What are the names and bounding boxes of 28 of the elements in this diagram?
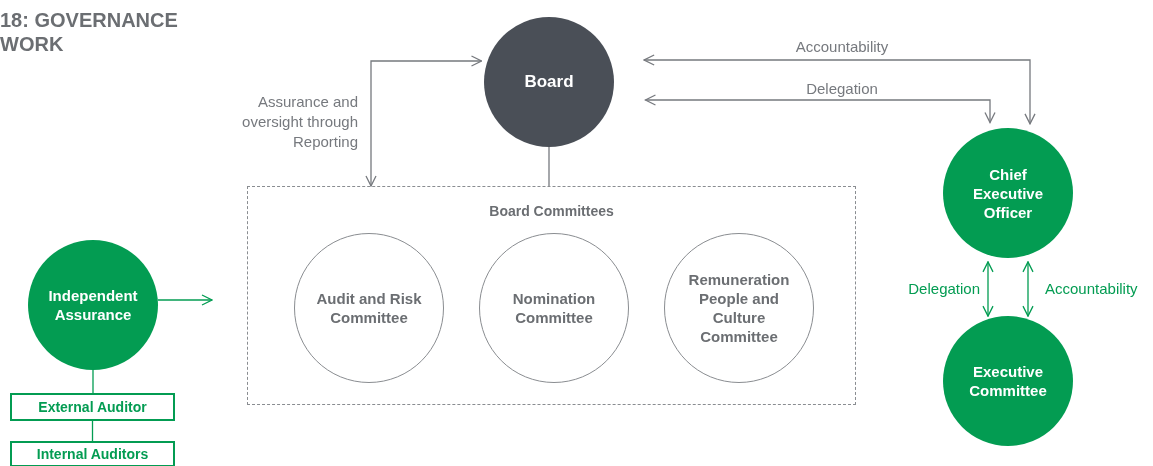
node-label: Board [524, 71, 574, 94]
auditor-box [10, 393, 175, 421]
node-label: Nomination Committee [511, 289, 597, 327]
edge-label: Assurance and oversight through Reporting [241, 92, 358, 152]
edge-label: Accountability [794, 37, 890, 57]
node-label: Audit and Risk Committee [315, 289, 423, 327]
connector-line [548, 146, 550, 187]
node-label: Independent Assurance [47, 286, 139, 324]
node-label: External Auditor [38, 397, 147, 417]
arrow [982, 261, 994, 317]
committees-group-box [247, 186, 856, 405]
arrow [1022, 261, 1034, 317]
arrow [365, 55, 483, 187]
arrow [643, 54, 1036, 125]
figure-title: 18: GOVERNANCE WORK [0, 8, 179, 56]
arrow [644, 94, 996, 124]
node-label: Remuneration People and Culture Committee [687, 270, 791, 346]
connector-line [92, 369, 94, 394]
node-label: Chief Executive Officer [971, 164, 1044, 222]
edge-label: Delegation [805, 79, 879, 99]
arrow [157, 294, 213, 306]
group-heading: Board Committees [488, 202, 615, 221]
auditor-box [10, 441, 175, 466]
edge-label: Accountability [1045, 279, 1139, 299]
connector-line [91, 420, 94, 442]
node-label: Executive Committee [968, 362, 1048, 400]
node-label: Internal Auditors [36, 444, 149, 464]
edge-label: Delegation [907, 279, 980, 299]
